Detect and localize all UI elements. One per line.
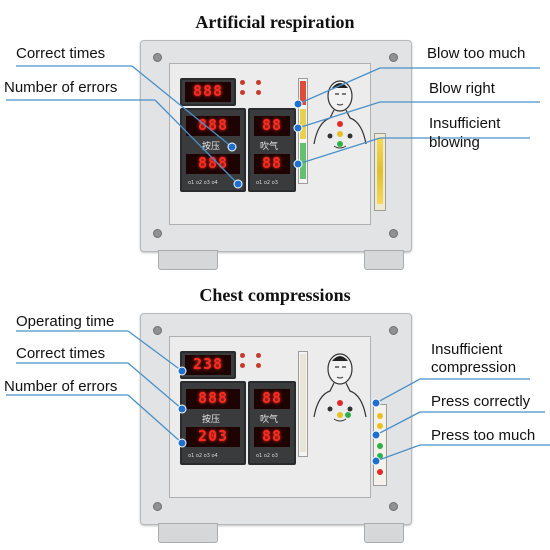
blowing-caption: 吹气 [260,142,279,152]
manikin-figure-icon [313,353,367,422]
label-insufficient-blowing-line2: blowing [429,134,480,151]
label-press-too-much: Press too much [431,427,536,444]
bar-green-zone [300,143,306,179]
hinge-left [158,523,218,543]
gauge-led-yellow [377,413,383,419]
screw-icon [153,326,162,335]
blow-level-bar [298,351,308,457]
main-counter-display: 888 [185,82,231,102]
label-blow-too-much: Blow too much [427,45,526,62]
cpr-monitor-device: 238 888 按压 203 o1 o2 o3 o4 88 吹气 88 o1 o… [140,313,412,543]
label-blow-right: Blow right [429,80,495,97]
blowing-caption: 吹气 [260,415,279,425]
side-gauge [374,133,386,211]
label-correct-times: Correct times [16,45,106,62]
blowing-display-block: 88 吹气 88 o1 o2 o3 [248,381,296,465]
gauge-led-green [377,453,383,459]
block-footer: o1 o2 o3 o4 [188,453,218,459]
side-gauge-fill [377,138,383,204]
callout-lines-compressions [6,330,550,466]
bar-neutral-zone [300,354,306,452]
screw-icon [389,502,398,511]
label-insufficient-compression-line1: Insufficient [431,341,503,358]
compression-correct-display: 888 [186,389,240,409]
label-operating-time: Operating time [16,313,115,330]
gauge-led-yellow [377,423,383,429]
compression-caption: 按压 [202,142,221,152]
blowing-error-display: 88 [254,154,290,174]
hinge-right [364,250,404,270]
blowing-correct-display: 88 [254,389,290,409]
compression-error-display: 888 [186,154,240,174]
label-insufficient-blowing-line1: Insufficient [429,115,501,132]
indicator-led [256,80,261,85]
monitor-housing: 238 888 按压 203 o1 o2 o3 o4 88 吹气 88 o1 o… [140,313,412,525]
gauge-led-red [377,469,383,475]
compression-error-display: 203 [186,427,240,447]
control-panel: 238 888 按压 203 o1 o2 o3 o4 88 吹气 88 o1 o… [169,336,371,498]
blowing-correct-display: 88 [254,116,290,136]
chest-compressions-section: Chest compressions 238 888 按压 203 o1 o2 … [0,275,550,550]
bar-red-zone [300,81,306,105]
block-footer: o1 o2 o3 [256,180,278,186]
indicator-led [256,90,261,95]
blowing-display-block: 88 吹气 88 o1 o2 o3 [248,108,296,192]
indicator-led [256,353,261,358]
main-display-frame: 238 [180,351,236,379]
indicator-led [240,353,245,358]
indicator-led [240,80,245,85]
compression-caption: 按压 [202,415,221,425]
callout-lines-respiration [6,65,540,189]
screw-icon [389,326,398,335]
artificial-respiration-section: Artificial respiration 888 888 按压 [4,12,540,270]
block-footer: o1 o2 o3 o4 [188,180,218,186]
cpr-monitor-device: 888 888 按压 888 o1 o2 o3 o4 88 吹气 88 [140,40,412,270]
bar-yellow-zone [300,109,306,139]
block-footer: o1 o2 o3 [256,453,278,459]
hinge-left [158,250,218,270]
operating-time-display: 238 [185,355,231,375]
label-correct-times: Correct times [16,345,106,362]
indicator-led [240,363,245,368]
screw-icon [153,229,162,238]
hinge-right [364,523,404,543]
screw-icon [153,53,162,62]
section-title-respiration: Artificial respiration [195,12,355,32]
screw-icon [389,229,398,238]
control-panel: 888 888 按压 888 o1 o2 o3 o4 88 吹气 88 [169,63,371,225]
label-number-of-errors: Number of errors [4,378,118,395]
screw-icon [153,502,162,511]
screw-icon [389,53,398,62]
monitor-housing: 888 888 按压 888 o1 o2 o3 o4 88 吹气 88 [140,40,412,252]
section-title-compressions: Chest compressions [199,285,351,305]
label-insufficient-compression-line2: compression [431,359,517,376]
blowing-error-display: 88 [254,427,290,447]
compression-display-block: 888 按压 203 o1 o2 o3 o4 [180,381,246,465]
indicator-led [256,363,261,368]
label-press-correctly: Press correctly [431,393,531,410]
gauge-led-green [377,443,383,449]
label-number-of-errors: Number of errors [4,79,118,96]
main-display-frame: 888 [180,78,236,106]
indicator-led [240,90,245,95]
